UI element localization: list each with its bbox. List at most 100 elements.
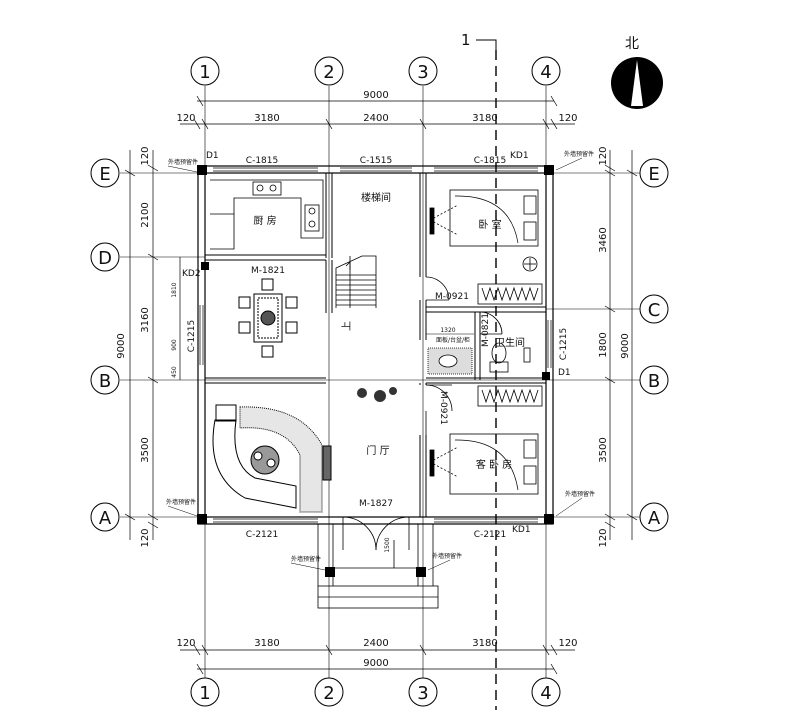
svg-text:E: E	[648, 164, 659, 185]
svg-text:外墙预留件: 外墙预留件	[168, 158, 198, 166]
door-bed2	[425, 384, 453, 435]
svg-text:C: C	[648, 300, 661, 321]
dim-bottom-3: 3180	[472, 638, 497, 649]
bed-bottom	[429, 433, 539, 495]
anchor-note-tl: 外墙预留件	[167, 158, 198, 173]
dining-table	[238, 278, 298, 358]
window-right-side	[547, 320, 552, 368]
dim-right-4: 120	[598, 528, 609, 547]
bath-sink-counter	[427, 347, 473, 375]
window-bottom-left	[213, 518, 318, 523]
svg-text:外墙预留件: 外墙预留件	[166, 498, 196, 506]
dimension-right	[604, 150, 638, 540]
svg-text:B: B	[99, 371, 111, 392]
window-label-bottom-right: C-2121	[474, 530, 506, 540]
axis-bubble-right-A: A	[639, 502, 669, 532]
axis-bubble-right-B: B	[639, 365, 669, 395]
dim-right-total: 9000	[620, 333, 631, 358]
room-label-bedroom: 卧 室	[478, 218, 501, 231]
svg-text:2: 2	[323, 62, 334, 83]
dim-top-total: 9000	[363, 90, 388, 101]
dim-bottom-4: 120	[558, 638, 577, 649]
wardrobe-top	[477, 283, 543, 305]
tag-kd2: KD2	[182, 269, 201, 279]
svg-text:B: B	[648, 371, 660, 392]
dim-right-2: 1800	[598, 332, 609, 357]
dim-top-0: 120	[176, 113, 195, 124]
door-bath	[479, 311, 503, 335]
tag-d1-top: D1	[206, 151, 219, 161]
door-label-dining: M-1821	[251, 266, 285, 276]
door-label-entrance: M-1827	[359, 499, 393, 509]
svg-text:4: 4	[540, 683, 551, 704]
svg-text:D: D	[98, 248, 112, 269]
structural-columns	[197, 165, 554, 577]
axis-bubble-right-C: C	[639, 294, 669, 324]
tv-cabinet	[322, 445, 332, 481]
room-label-hall: 门 厅	[366, 444, 389, 457]
dimension-bottom	[180, 644, 575, 675]
dim-left-total: 9000	[116, 333, 127, 358]
svg-text:外墙预留件: 外墙预留件	[565, 490, 595, 498]
section-label: 1	[461, 31, 471, 49]
window-label-bottom-left: C-2121	[246, 530, 278, 540]
svg-text:外墙预留件: 外墙预留件	[432, 552, 462, 560]
dim-top-2: 2400	[363, 113, 388, 124]
axis-bubble-bottom-2: 2	[314, 677, 344, 707]
exterior-walls	[197, 165, 554, 525]
north-label: 北	[625, 36, 639, 52]
svg-text:外墙预留件: 外墙预留件	[291, 555, 321, 563]
door-label-bed2: M-0921	[438, 391, 448, 425]
dim-right-0: 120	[598, 146, 609, 165]
dimension-top	[180, 95, 575, 130]
dim-left-inner-0: 1810	[171, 282, 178, 297]
dim-bottom-1: 3180	[254, 638, 279, 649]
axis-bubble-bottom-4: 4	[531, 677, 561, 707]
axis-bubble-bottom-1: 1	[190, 677, 220, 707]
room-label-stair: 楼梯间	[361, 191, 391, 204]
dim-top-4: 120	[558, 113, 577, 124]
living-sofa	[212, 404, 323, 513]
bath-toilet	[489, 342, 531, 373]
window-label-top-mid: C-1515	[360, 156, 392, 166]
anchor-note-tr: 外墙预留件	[555, 150, 594, 171]
dim-top-3: 3180	[472, 113, 497, 124]
window-label-top-right: C-1815	[474, 156, 506, 166]
axis-bubble-left-A: A	[90, 502, 120, 532]
hall-plants	[357, 387, 397, 402]
svg-text:1: 1	[199, 62, 210, 83]
window-top-left	[213, 167, 318, 172]
axis-bubble-left-E: E	[90, 158, 120, 188]
dim-left-inner-1: 900	[171, 339, 178, 351]
dim-inner-1500: 1500	[384, 537, 391, 552]
north-arrow: 北	[611, 36, 663, 109]
dim-bottom-2: 2400	[363, 638, 388, 649]
door-bed1	[425, 276, 450, 301]
kitchen-counter	[210, 179, 324, 250]
door-label-bed1: M-0921	[435, 292, 469, 302]
svg-text:A: A	[648, 508, 661, 529]
stair-up-label: 上	[341, 321, 353, 331]
dim-left-1: 2100	[140, 202, 151, 227]
svg-text:3: 3	[417, 62, 428, 83]
bed-top	[429, 189, 539, 272]
axis-bubble-left-B: B	[90, 365, 120, 395]
dim-bottom-total: 9000	[363, 658, 388, 669]
section-marker: 1	[461, 31, 497, 710]
interior-walls	[205, 173, 546, 517]
window-bottom-right	[434, 518, 538, 523]
svg-text:外墙预留件: 外墙预留件	[564, 150, 594, 158]
axis-bubble-left-D: D	[90, 242, 120, 272]
axis-bubble-top-3: 3	[408, 56, 438, 86]
axis-bubble-right-E: E	[639, 158, 669, 188]
anchor-note-br: 外墙预留件	[555, 490, 595, 517]
window-top-right	[434, 167, 538, 172]
axis-bubble-top-1: 1	[190, 56, 220, 86]
room-label-bath: 卫生间	[495, 336, 525, 349]
svg-text:4: 4	[540, 62, 551, 83]
dim-left-0: 120	[140, 146, 151, 165]
door-label-bath: M-0821	[481, 313, 491, 347]
window-label-right-side: C-1215	[559, 328, 569, 360]
anchor-note-porch-r: 外墙预留件	[427, 552, 462, 571]
svg-text:A: A	[99, 508, 112, 529]
